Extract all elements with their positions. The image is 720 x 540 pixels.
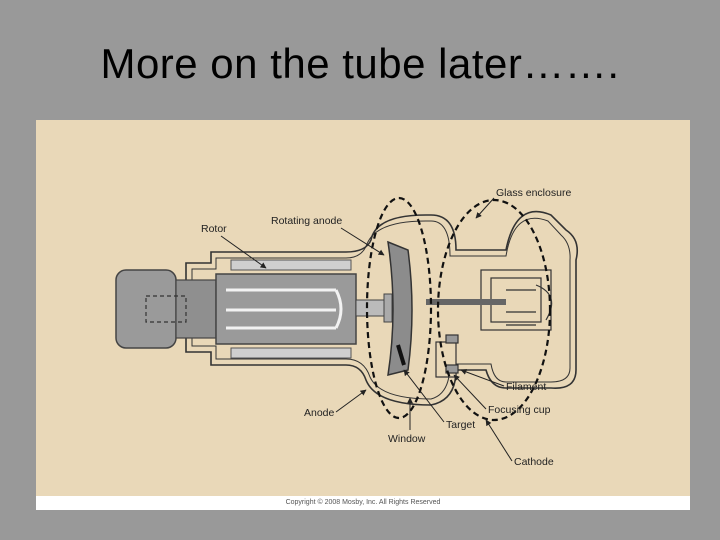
rotor-body: [116, 270, 392, 348]
copyright-notice: Copyright © 2008 Mosby, Inc. All Rights …: [36, 496, 690, 510]
leader-filament: [461, 370, 504, 386]
leader-rotating-anode: [341, 228, 384, 255]
label-target: Target: [446, 419, 475, 431]
xray-tube-diagram-panel: Rotor Rotating anode Glass enclosure Ano…: [36, 120, 690, 510]
label-rotating-anode: Rotating anode: [271, 215, 342, 227]
label-anode: Anode: [304, 407, 335, 419]
label-cathode: Cathode: [514, 456, 554, 468]
label-window: Window: [388, 433, 426, 445]
leader-focusing-cup: [454, 375, 486, 409]
label-focusing-cup: Focusing cup: [488, 404, 551, 416]
slide-title: More on the tube later…….: [0, 40, 720, 88]
leader-cathode: [486, 420, 512, 461]
label-rotor: Rotor: [201, 223, 227, 235]
leader-anode: [336, 390, 366, 412]
label-glass-enclosure: Glass enclosure: [496, 187, 571, 199]
xray-tube-diagram: Rotor Rotating anode Glass enclosure Ano…: [36, 120, 690, 496]
label-filament: Filament: [506, 381, 546, 393]
